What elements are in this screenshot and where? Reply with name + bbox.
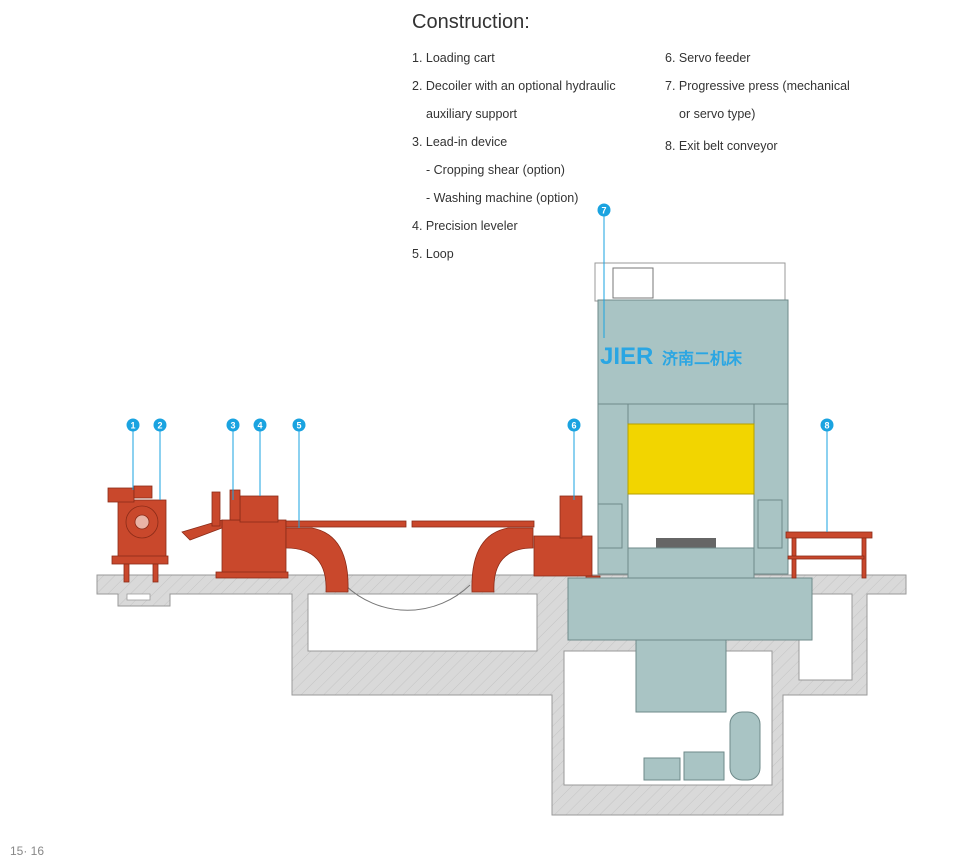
list-item: 5. Loop	[412, 247, 454, 261]
brand-logo: JIER	[600, 343, 653, 370]
page-number: 15· 16	[10, 844, 45, 858]
list-item: auxiliary support	[426, 107, 518, 121]
construction-list-right: 6. Servo feeder 7. Progressive press (me…	[665, 44, 850, 160]
decoiler	[107, 485, 169, 583]
loop-supports	[285, 520, 535, 593]
callout-3: 3	[226, 418, 240, 432]
construction-title: Construction:	[412, 11, 530, 33]
svg-text:5: 5	[296, 421, 301, 431]
exit-conveyor	[785, 531, 873, 579]
svg-text:1: 1	[130, 421, 135, 431]
callout-8: 8	[820, 418, 834, 432]
svg-text:3: 3	[230, 421, 235, 431]
list-item: - Cropping shear (option)	[426, 163, 565, 177]
brand-chinese-name: 济南二机床	[662, 349, 743, 368]
construction-list-left: 1. Loading cart 2. Decoiler with an opti…	[412, 44, 616, 268]
strip-loop-arc	[344, 584, 471, 611]
callout-1: 1	[126, 418, 140, 432]
list-item: 3. Lead-in device	[412, 135, 508, 149]
list-item: 6. Servo feeder	[665, 51, 751, 65]
list-item: 1. Loading cart	[412, 51, 495, 65]
progressive-press: JIER 济南二机床	[567, 262, 813, 713]
list-item: - Washing machine (option)	[426, 191, 579, 205]
callout-5: 5	[292, 418, 306, 432]
svg-text:2: 2	[157, 421, 162, 431]
list-item: 8. Exit belt conveyor	[665, 139, 778, 153]
pit-equipment	[643, 711, 761, 781]
callout-7: 7	[597, 203, 611, 217]
list-item: 7. Progressive press (mechanical	[665, 79, 850, 93]
list-item: 2. Decoiler with an optional hydraulic	[412, 79, 616, 93]
svg-text:7: 7	[601, 206, 606, 216]
callout-2: 2	[153, 418, 167, 432]
callout-6: 6	[567, 418, 581, 432]
svg-text:8: 8	[824, 421, 829, 431]
callout-leaders	[132, 216, 828, 532]
svg-text:4: 4	[257, 421, 262, 431]
list-item: 4. Precision leveler	[412, 219, 518, 233]
leveler	[181, 489, 289, 579]
list-item: or servo type)	[679, 107, 756, 121]
svg-text:6: 6	[571, 421, 576, 431]
callout-4: 4	[253, 418, 267, 432]
